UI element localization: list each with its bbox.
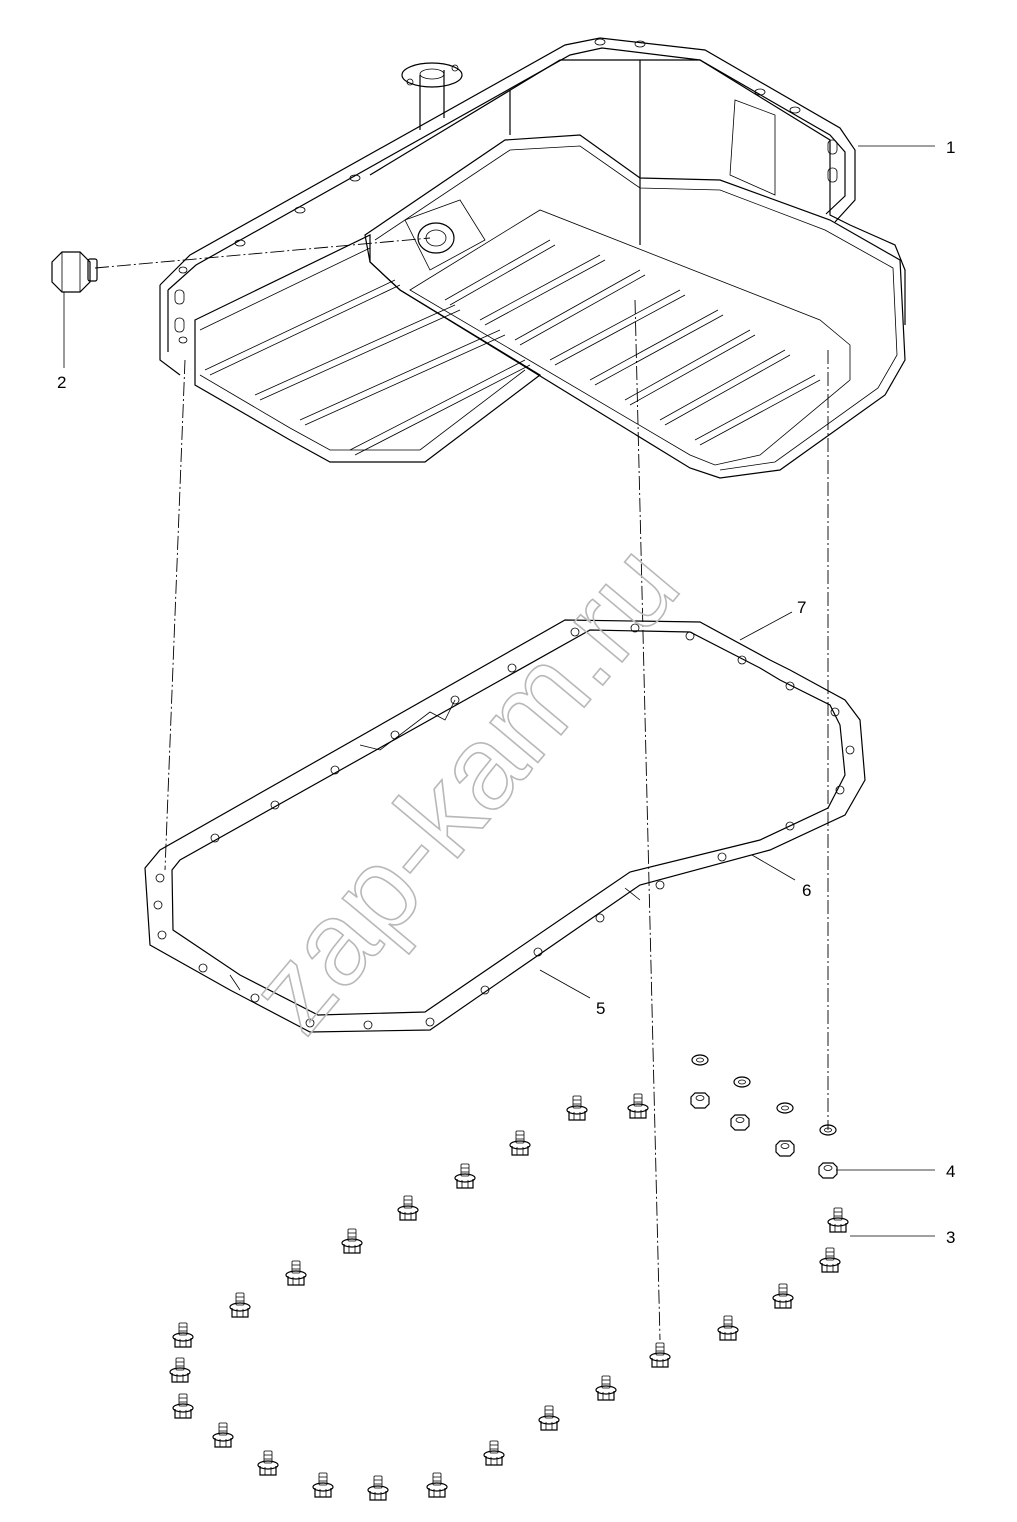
callout-7: 7 — [739, 598, 806, 641]
callout-label-7: 7 — [797, 598, 806, 617]
washer — [691, 1054, 709, 1066]
bolt — [566, 1095, 588, 1121]
callout-4: 4 — [836, 1162, 955, 1181]
bolt — [229, 1292, 251, 1318]
bolt — [397, 1195, 419, 1221]
bolt — [426, 1472, 448, 1498]
bolt-group — [169, 1093, 849, 1501]
bolt — [367, 1475, 389, 1501]
callout-1: 1 — [858, 138, 955, 157]
bolt — [169, 1357, 191, 1383]
gasket — [144, 619, 866, 1033]
bolt — [257, 1450, 279, 1476]
drain-plug — [51, 251, 98, 293]
bolt — [483, 1440, 505, 1466]
nut-group — [690, 1054, 838, 1179]
nut — [775, 1140, 795, 1157]
bolt — [649, 1342, 671, 1368]
callout-label-6: 6 — [802, 881, 811, 900]
nut — [730, 1114, 750, 1131]
watermark: zap-kam.ru — [224, 520, 704, 1057]
bolt — [819, 1247, 841, 1273]
alignment-lines — [94, 237, 829, 1341]
washer — [733, 1076, 751, 1088]
bolt — [285, 1260, 307, 1286]
bolt — [717, 1315, 739, 1341]
callout-label-3: 3 — [946, 1228, 955, 1247]
callout-3: 3 — [850, 1228, 955, 1247]
bolt — [312, 1472, 334, 1498]
bolt — [827, 1207, 849, 1233]
callout-label-2: 2 — [57, 373, 66, 392]
bolt — [454, 1163, 476, 1189]
oil-pan — [159, 37, 906, 479]
bolt — [627, 1093, 649, 1119]
nut — [818, 1162, 838, 1179]
bolt — [212, 1422, 234, 1448]
callout-2: 2 — [57, 292, 66, 392]
bolt — [172, 1393, 194, 1419]
bolt — [172, 1322, 194, 1348]
bolt — [509, 1130, 531, 1156]
callout-5: 5 — [539, 969, 605, 1018]
callout-label-1: 1 — [946, 138, 955, 157]
bolt — [538, 1405, 560, 1431]
callout-6: 6 — [751, 854, 811, 900]
callout-label-5: 5 — [596, 999, 605, 1018]
bolt — [341, 1228, 363, 1254]
callout-label-4: 4 — [946, 1162, 955, 1181]
washer — [776, 1102, 794, 1114]
bolt — [772, 1283, 794, 1309]
nut — [690, 1092, 710, 1109]
bolt — [595, 1375, 617, 1401]
